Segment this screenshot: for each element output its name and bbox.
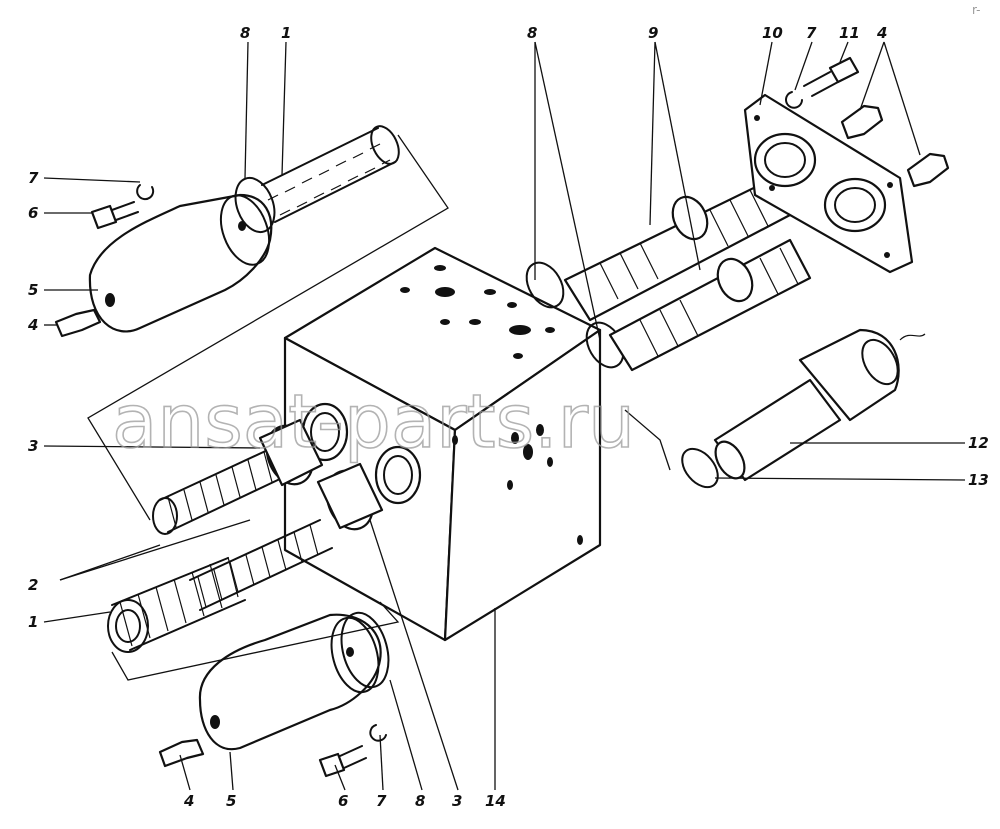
callout-10-top: 10 [762,24,783,42]
lower-cylinder-assembly [158,611,390,778]
callout-7-bottom: 7 [376,792,387,810]
left-springs [107,418,384,653]
callout-7-top-right: 7 [806,24,817,42]
callout-2-left: 2 [28,576,38,594]
callout-5-left: 5 [28,281,38,299]
callout-8-top-mid: 8 [527,24,537,42]
callout-1-left: 1 [28,613,38,631]
callout-3-left: 3 [28,437,38,455]
upper-spring [261,125,400,223]
group-brackets [87,134,671,681]
leader-lines [43,41,966,791]
callout-12-right: 12 [968,434,989,452]
callout-14-bottom: 14 [485,792,506,810]
callout-13-right: 13 [968,471,989,489]
upper-cylinder-assembly [54,125,400,338]
watermark-text: ansat-parts.ru [112,379,635,465]
callout-3-bottom: 3 [452,792,462,810]
callout-9-top: 9 [648,24,658,42]
flange-plate [743,56,950,274]
callout-8-bottom: 8 [415,792,425,810]
callout-6-left: 6 [28,204,38,222]
corner-mark: r- [972,3,981,17]
callout-7-left: 7 [28,169,39,187]
relief-cartridge [681,328,926,489]
callout-6-bottom: 6 [338,792,348,810]
callout-4-bottom: 4 [183,792,194,810]
callout-1-top: 1 [281,24,291,42]
callout-11-top: 11 [839,24,860,42]
callout-8-top-left: 8 [240,24,250,42]
callout-4-left: 4 [27,316,38,334]
callout-4-top-right: 4 [876,24,887,42]
callout-labels: 8 1 7 6 5 4 3 2 1 8 9 10 7 11 4 12 13 4 … [27,24,989,810]
callout-5-bottom: 5 [226,792,236,810]
